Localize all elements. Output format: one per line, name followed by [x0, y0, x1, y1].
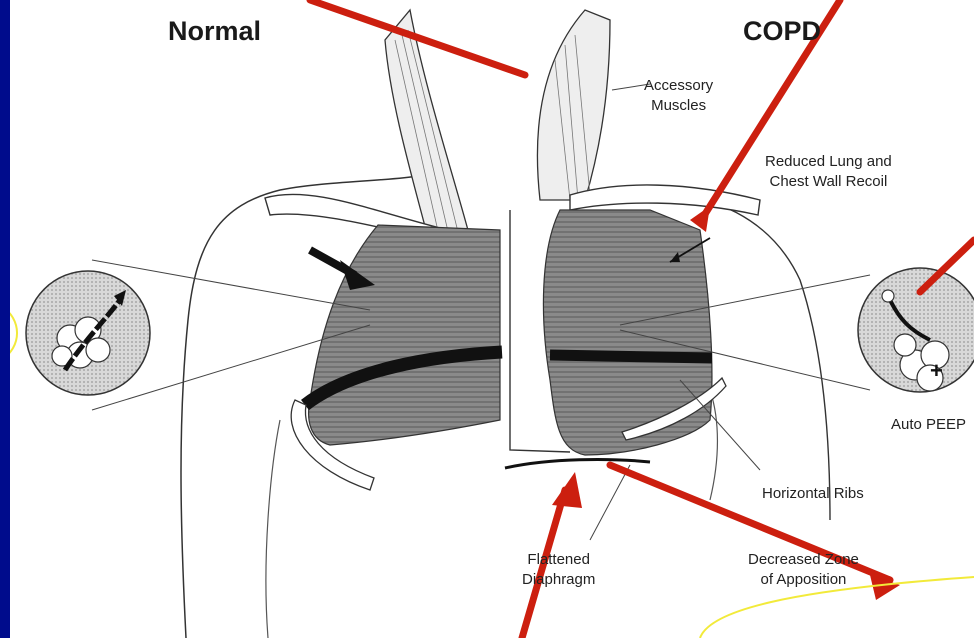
highlight-arc-left: [10, 307, 17, 359]
label-line: Reduced Lung and: [765, 152, 892, 172]
label-flattened-diaphragm: Flattened Diaphragm: [522, 550, 595, 590]
label-line: Decreased Zone: [748, 550, 859, 570]
header-normal: Normal: [168, 16, 261, 47]
copd-torso: +: [505, 10, 974, 540]
figure-panel: + Normal COPD Accessory Muscles: [10, 0, 974, 638]
red-arrowhead-diaphragm: [552, 472, 582, 508]
label-reduced-recoil: Reduced Lung and Chest Wall Recoil: [765, 152, 892, 192]
label-horizontal-ribs: Horizontal Ribs: [762, 484, 864, 504]
label-decreased-zone: Decreased Zone of Apposition: [748, 550, 859, 590]
label-line: Muscles: [644, 96, 713, 116]
label-line: Diaphragm: [522, 570, 595, 590]
header-copd: COPD: [743, 16, 821, 47]
label-line: Chest Wall Recoil: [765, 172, 892, 192]
normal-torso: [26, 10, 502, 638]
copd-vs-normal-illustration: +: [10, 0, 974, 638]
label-line: Flattened: [522, 550, 595, 570]
label-line: Accessory: [644, 76, 713, 96]
label-line: of Apposition: [748, 570, 859, 590]
svg-text:+: +: [930, 358, 943, 383]
label-accessory-muscles: Accessory Muscles: [644, 76, 713, 116]
label-auto-peep: Auto PEEP: [891, 415, 966, 435]
